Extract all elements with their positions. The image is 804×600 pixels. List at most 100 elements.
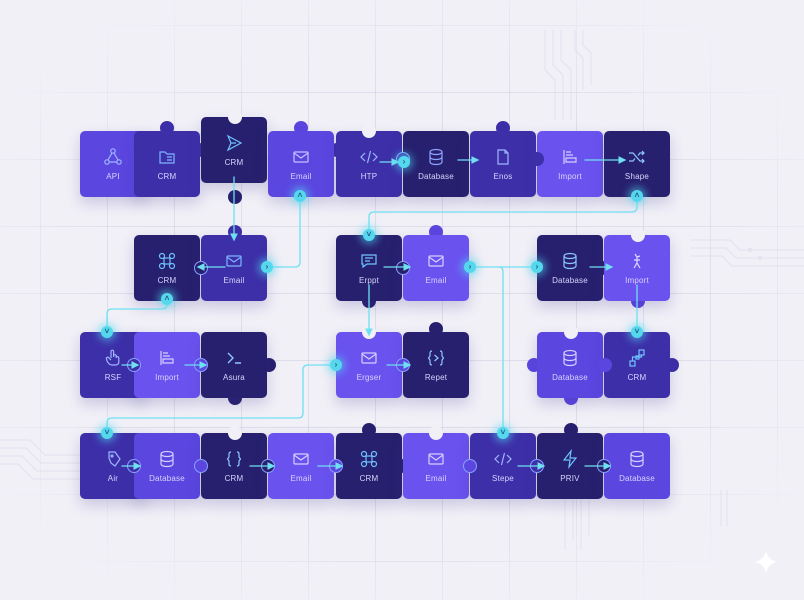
- piece-label: Email: [425, 276, 447, 285]
- puzzle-piece-crm[interactable]: CRM: [134, 131, 200, 197]
- puzzle-piece-shape[interactable]: Shape: [604, 131, 670, 197]
- puzzle-piece-erppt[interactable]: Erppt: [336, 235, 402, 301]
- piece-label: Import: [625, 276, 649, 285]
- hand-pointer-icon: [103, 348, 123, 368]
- piece-label: Stepe: [492, 474, 514, 483]
- piece-label: RSF: [104, 373, 122, 382]
- connector-node-right[interactable]: ›: [330, 359, 342, 371]
- puzzle-piece-import[interactable]: Import: [604, 235, 670, 301]
- piece-label: Database: [552, 276, 588, 285]
- folder-doc-icon: [157, 147, 177, 167]
- puzzle-piece-import[interactable]: Import: [537, 131, 603, 197]
- puzzle-piece-crm[interactable]: CRM: [134, 235, 200, 301]
- piece-label: Database: [149, 474, 185, 483]
- chat-icon: [359, 251, 379, 271]
- puzzle-notch: [362, 325, 376, 339]
- puzzle-notch: [127, 459, 141, 473]
- puzzle-notch: [194, 261, 208, 275]
- connector-node-down[interactable]: ˅: [631, 326, 643, 338]
- command-icon: [359, 449, 379, 469]
- puzzle-notch: [530, 152, 544, 166]
- circuit-trace-bottom: [564, 490, 590, 550]
- piece-label: Database: [418, 172, 454, 181]
- command-icon: [157, 251, 177, 271]
- puzzle-piece-repet[interactable]: Repet: [403, 332, 469, 398]
- connector-node-right[interactable]: ›: [261, 261, 273, 273]
- puzzle-piece-email[interactable]: Email: [268, 131, 334, 197]
- circuit-trace-left: [0, 439, 80, 480]
- circuit-trace-top-right: [544, 30, 592, 120]
- puzzle-notch: [228, 426, 242, 440]
- puzzle-notch: [530, 459, 544, 473]
- puzzle-piece-email[interactable]: Email: [268, 433, 334, 499]
- sparkle-icon: [754, 550, 778, 574]
- puzzle-notch: [362, 124, 376, 138]
- connector-node-up[interactable]: ˄: [631, 190, 643, 202]
- mail-icon: [359, 348, 379, 368]
- piece-label: HTP: [360, 172, 378, 181]
- mail-icon: [291, 449, 311, 469]
- puzzle-piece-database[interactable]: Database: [403, 131, 469, 197]
- piece-label: Ergser: [356, 373, 382, 382]
- puzzle-notch: [329, 459, 343, 473]
- branch-icon: [627, 251, 647, 271]
- piece-label: CRM: [157, 276, 177, 285]
- puzzle-piece-crm[interactable]: CRM: [201, 433, 267, 499]
- braces-icon: [224, 449, 244, 469]
- piece-label: Import: [558, 172, 582, 181]
- puzzle-piece-crm[interactable]: CRM: [604, 332, 670, 398]
- piece-label: PRIV: [560, 474, 580, 483]
- piece-label: Email: [223, 276, 245, 285]
- puzzle-piece-htp[interactable]: HTP: [336, 131, 402, 197]
- puzzle-piece-priv[interactable]: PRIV: [537, 433, 603, 499]
- puzzle-piece-email[interactable]: Email: [201, 235, 267, 301]
- puzzle-piece-stepe[interactable]: Stepe: [470, 433, 536, 499]
- mail-icon: [224, 251, 244, 271]
- piece-label: Database: [552, 373, 588, 382]
- mail-icon: [426, 251, 446, 271]
- tag-icon: [103, 449, 123, 469]
- puzzle-piece-import[interactable]: Import: [134, 332, 200, 398]
- puzzle-piece-database[interactable]: Database: [537, 235, 603, 301]
- puzzle-piece-ergser[interactable]: Ergser: [336, 332, 402, 398]
- piece-label: Enos: [493, 172, 513, 181]
- puzzle-piece-email[interactable]: Email: [403, 433, 469, 499]
- puzzle-piece-enos[interactable]: Enos: [470, 131, 536, 197]
- send-icon: [224, 133, 244, 153]
- puzzle-piece-email[interactable]: Email: [403, 235, 469, 301]
- connector-node-right[interactable]: ›: [398, 156, 410, 168]
- puzzle-piece-database[interactable]: Database: [134, 433, 200, 499]
- puzzle-notch: [194, 459, 208, 473]
- puzzle-notch: [228, 110, 242, 124]
- connector-node-down[interactable]: ˅: [101, 326, 113, 338]
- shuffle-icon: [627, 147, 647, 167]
- mail-icon: [291, 147, 311, 167]
- lightning-icon: [560, 449, 580, 469]
- connector-node-down[interactable]: ˅: [497, 427, 509, 439]
- connector-node-right[interactable]: ›: [531, 261, 543, 273]
- circuit-trace-right: [690, 239, 804, 267]
- puzzle-tab: [228, 190, 242, 204]
- connector-node-right[interactable]: ›: [464, 261, 476, 273]
- puzzle-notch: [127, 358, 141, 372]
- connector-node-down[interactable]: ˅: [363, 229, 375, 241]
- connector-node-up[interactable]: ˄: [294, 190, 306, 202]
- puzzle-piece-crm[interactable]: CRM: [336, 433, 402, 499]
- puzzle-notch: [597, 459, 611, 473]
- piece-label: CRM: [627, 373, 647, 382]
- code-icon: [493, 449, 513, 469]
- piece-label: Shape: [624, 172, 650, 181]
- connector-node-down[interactable]: ˅: [101, 427, 113, 439]
- puzzle-piece-asura[interactable]: Asura: [201, 332, 267, 398]
- puzzle-piece-crm-send[interactable]: CRM: [201, 117, 267, 183]
- database-icon: [426, 147, 446, 167]
- braces-play-icon: [426, 348, 446, 368]
- piece-label: Air: [107, 474, 119, 483]
- puzzle-piece-database[interactable]: Database: [537, 332, 603, 398]
- flow-nodes-icon: [627, 348, 647, 368]
- database-icon: [627, 449, 647, 469]
- puzzle-notch: [631, 228, 645, 242]
- connector-node-up[interactable]: ˄: [161, 293, 173, 305]
- puzzle-notch: [261, 459, 275, 473]
- puzzle-piece-database[interactable]: Database: [604, 433, 670, 499]
